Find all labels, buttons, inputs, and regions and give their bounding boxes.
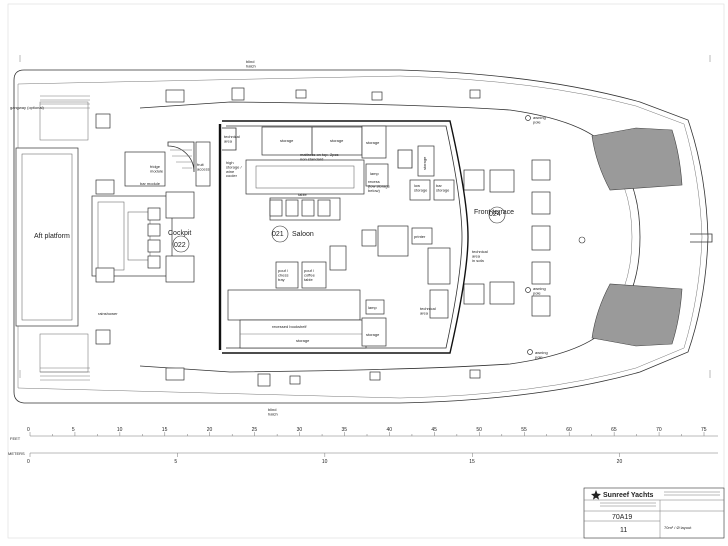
storage-bottom-label: storage [296,338,310,343]
feet-tick-label: 15 [162,427,168,433]
saloon-number: 021 [272,231,284,238]
feet-tick-label: 5 [72,427,75,433]
trampoline-nets [578,127,713,347]
feet-tick-label: 0 [27,427,30,433]
plan-labels: Aft platform Cockpit 022 Saloon 021 Fron… [10,59,548,416]
feet-tick-label: 75 [701,427,707,433]
model-code: 70A19 [612,514,632,521]
printer-label: printer [414,234,426,239]
cockpit-furniture [91,141,211,283]
feet-tick-label: 45 [431,427,437,433]
storage-2-label: storage [330,138,344,143]
sunreef-star-icon [591,490,601,500]
meters-label: METERS [8,451,25,456]
aft-platform-label: Aft platform [34,233,70,240]
terrace-furniture [463,159,551,317]
feet-tick-label: 10 [117,427,123,433]
meter-tick-label: 10 [322,459,328,465]
feet-ticks: 0 5 10 15 20 25 30 35 40 45 50 55 60 65 70 75 [27,427,707,436]
feet-tick-label: 20 [207,427,213,433]
feet-tick-label: 40 [386,427,392,433]
rainshower-label: rainshower [98,311,118,316]
feet-tick-label: 55 [521,427,527,433]
title-block: Sunreef Yachts 70A19 11 70m² / Ø layout [583,487,725,539]
feet-tick-label: 70 [656,427,662,433]
feet-tick-label: 25 [252,427,258,433]
feet-tick-label: 60 [566,427,572,433]
cockpit-number: 022 [174,242,186,249]
lamp-2-label: lamp [368,305,377,310]
table-label: table [298,192,307,197]
saloon-label: Saloon [292,231,314,238]
meter-ticks: 0 5 10 15 20 [27,453,622,465]
storage-3-label: storage [366,140,380,145]
front-terrace-label: Front terrace [474,209,514,216]
lamp-1-label: lamp [370,171,379,176]
feet-tick-label: 30 [297,427,303,433]
feet-tick-label: 65 [611,427,617,433]
feet-tick-label: 35 [342,427,348,433]
brand-name: Sunreef Yachts [603,492,654,499]
drawing-title: 70m² / Ø layout [664,525,692,530]
meter-tick-label: 5 [174,459,177,465]
storage-bottom-right-label: storage [366,332,380,337]
front-terrace-number: 024 [489,211,501,218]
cockpit-label: Cockpit [168,230,191,237]
meter-tick-label: 20 [617,459,623,465]
deck-hardware [95,87,533,387]
recessed-bookshelf-label: recessed bookshelf [272,324,307,329]
meter-tick-label: 0 [27,459,30,465]
room-markers [172,206,506,253]
feet-label: FEET [10,436,21,441]
gangway-label: gangway (optional) [10,105,44,110]
feet-tick-label: 50 [476,427,482,433]
saloon-structure [218,120,469,354]
aft-steps [15,95,90,381]
meter-tick-label: 15 [469,459,475,465]
frame [7,3,725,539]
storage-vertical-label: storage [422,156,427,170]
storage-1-label: storage [280,138,294,143]
bar-module-label: bar module [140,181,161,186]
sheet-number: 11 [620,527,627,534]
